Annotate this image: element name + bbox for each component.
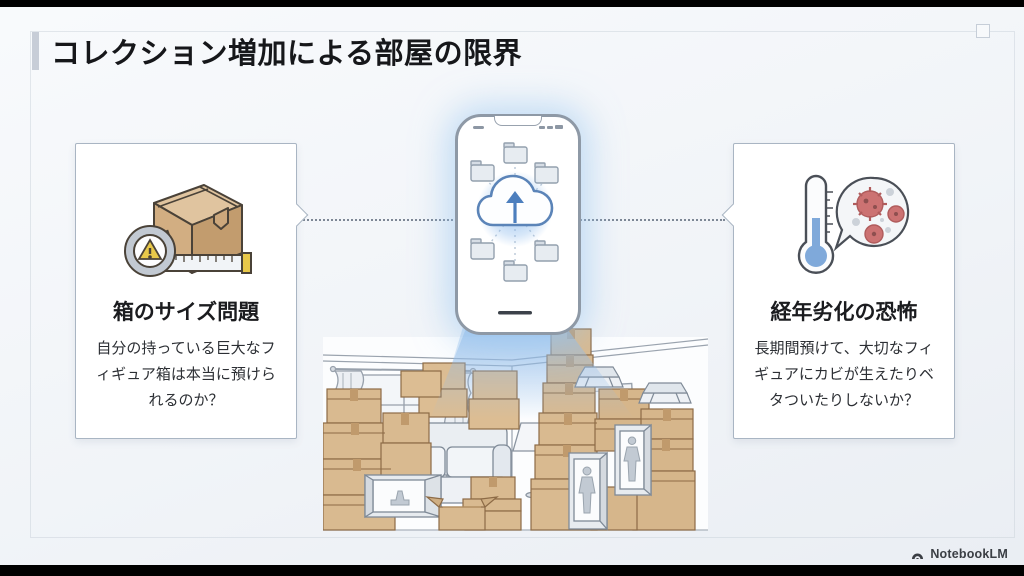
notebooklm-logo-icon [912,553,924,559]
notebooklm-label: NotebookLM [930,547,1008,561]
open-box [425,496,499,531]
phone-screen [470,125,563,315]
card-title-right: 経年劣化の恐怖 [770,301,918,324]
figure-display-boxes [364,423,652,531]
notebooklm-branding: NotebookLM [910,547,1008,561]
cloud-upload-icon [476,174,554,227]
card-pointer-left [721,203,745,227]
title-accent-bar [32,32,39,70]
card-aging-fear: 経年劣化の恐怖 長期間預けて、大切なフィギュアにカビが生えたりベタついたりしない… [721,143,966,448]
card-title-left: 箱のサイズ問題 [112,301,260,324]
measuring-tape-box-icon [116,170,256,282]
card-body-left: 自分の持っている巨大なフィギュア箱は本当に預けられるのか？ [96,340,276,409]
card-box-size-problem: 箱のサイズ問題 自分の持っている巨大なフィギュア箱は本当に預けられるのか？ [62,143,309,448]
selection-handle [976,24,990,38]
thermometer-mold-icon [774,170,914,282]
room-illustration [323,327,708,531]
smartphone-frame [455,114,581,335]
letterbox-top [0,0,1024,7]
card-pointer-right [285,203,309,227]
folder-icons [470,142,559,282]
page-title-row: コレクション増加による部屋の限界 [32,30,522,72]
dotted-connector-left [303,219,453,221]
card-body-right: 長期間預けて、大切なフィギュアにカビが生えたりベタついたりしないか？ [754,340,934,409]
slide-background: コレクション増加による部屋の限界 [0,7,1024,565]
letterbox-bottom [0,565,1024,576]
home-indicator [498,311,532,315]
dotted-connector-right [577,219,725,221]
page-title: コレクション増加による部屋の限界 [51,38,523,70]
